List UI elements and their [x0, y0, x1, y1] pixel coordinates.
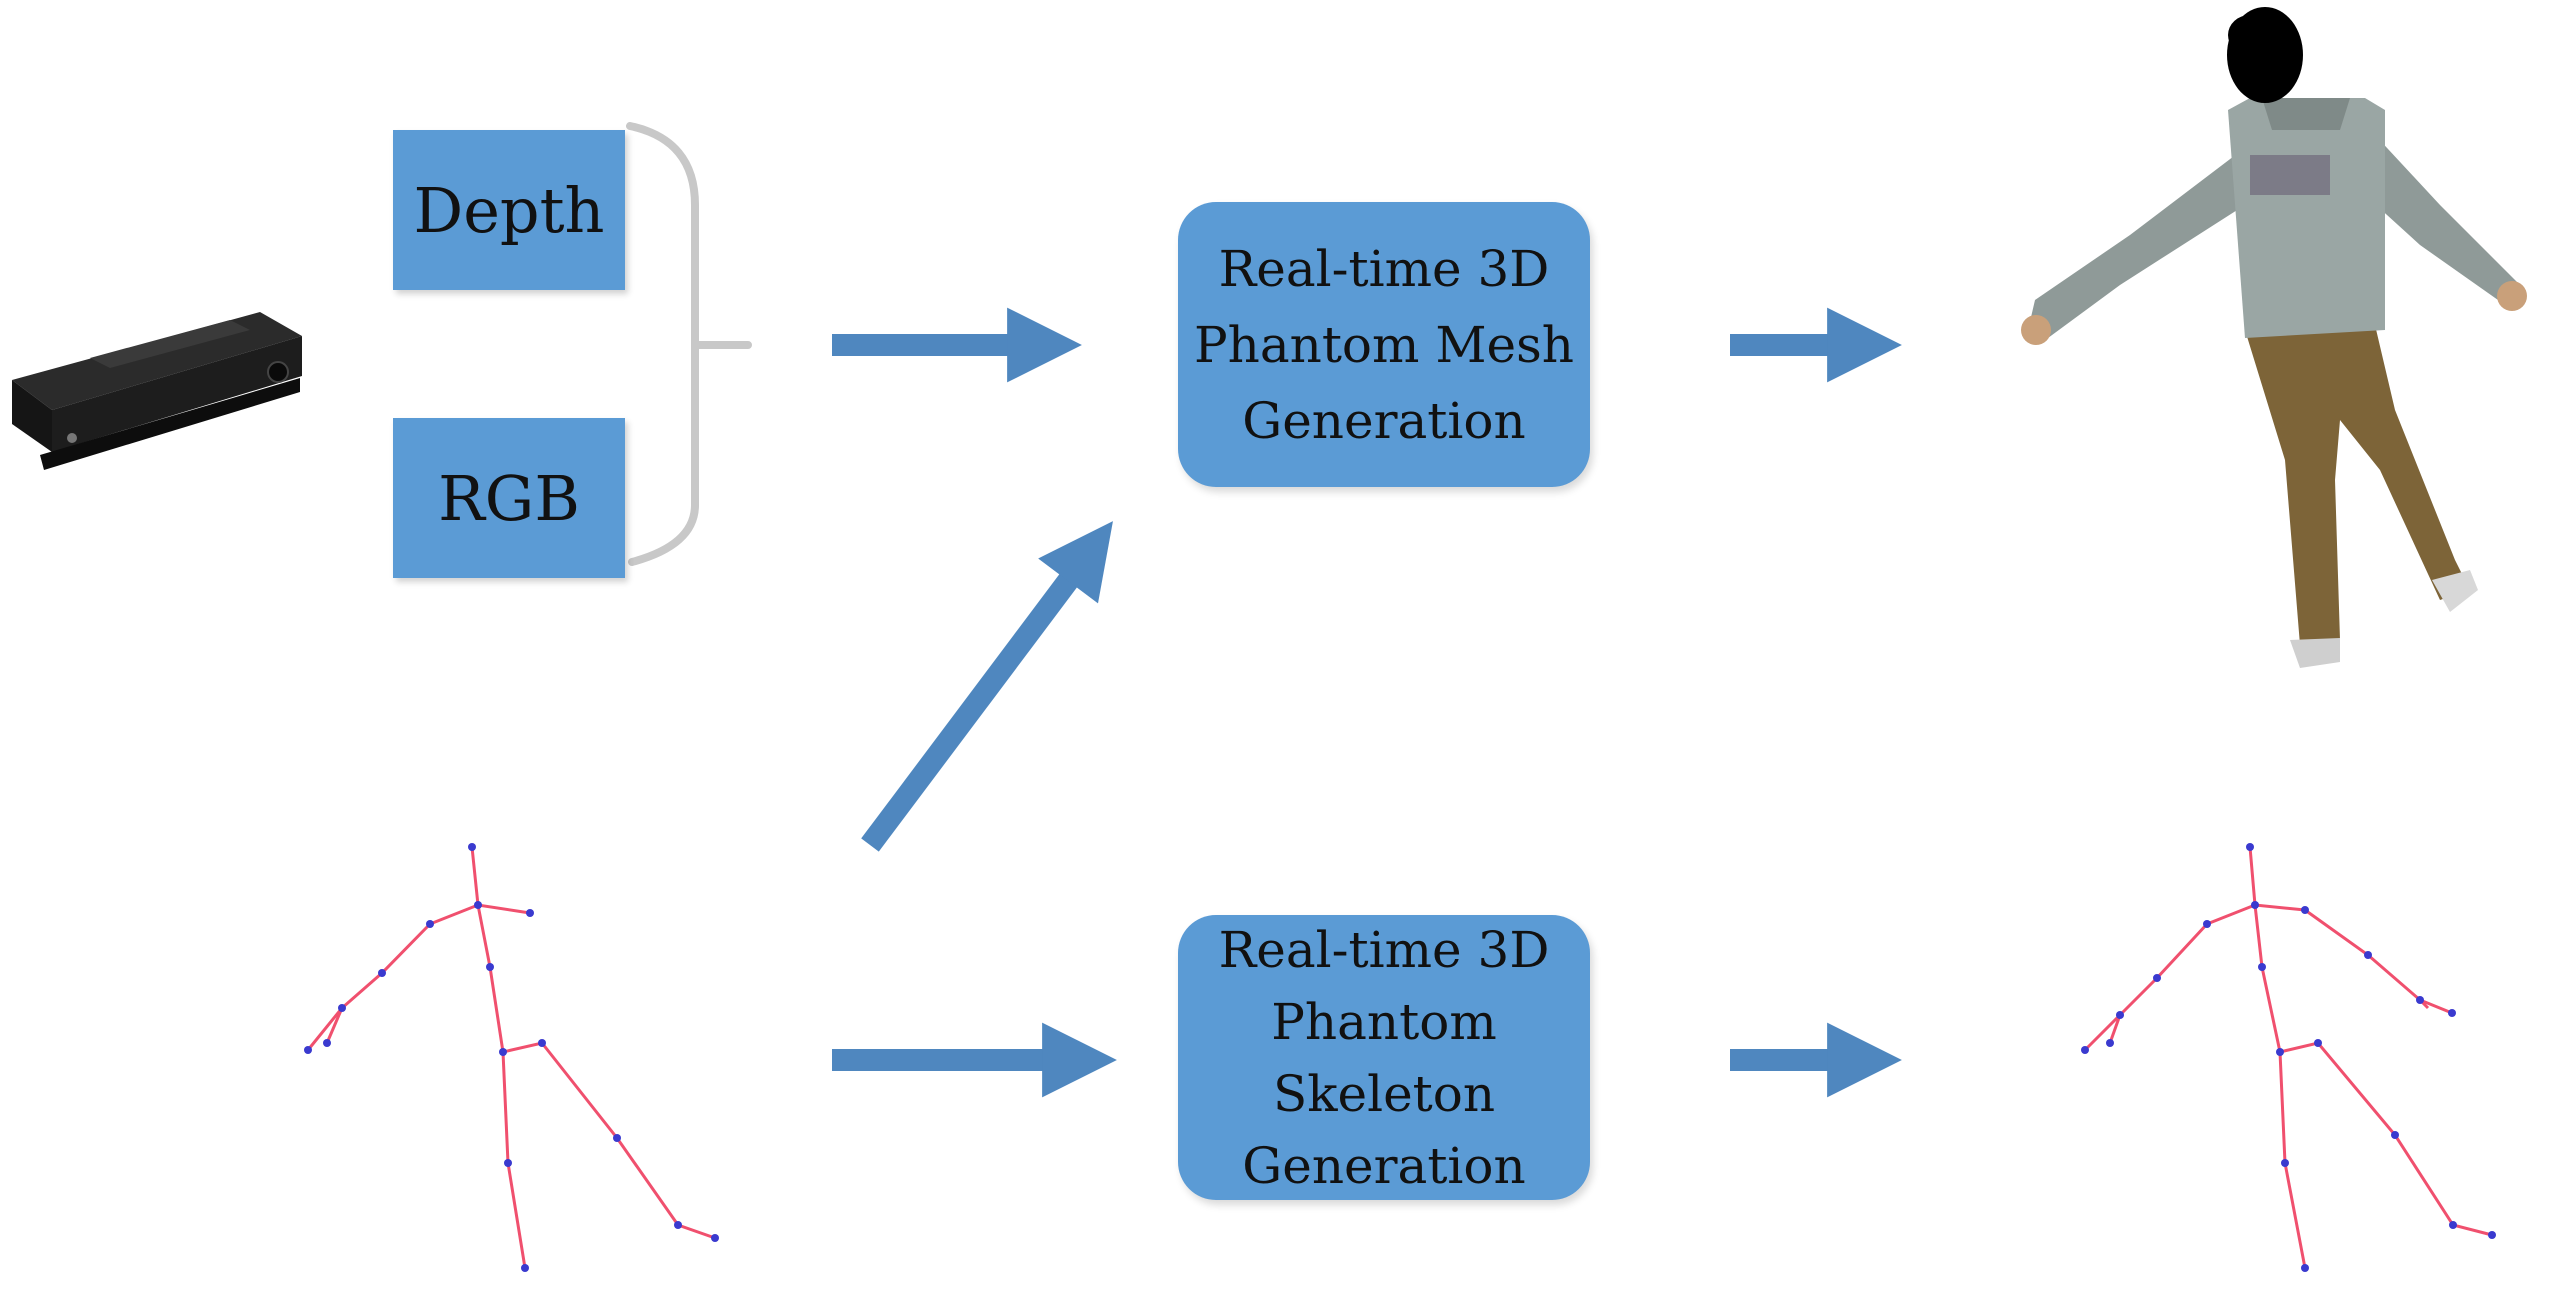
- depth-box: Depth: [393, 130, 625, 290]
- depth-camera-icon: [12, 312, 302, 470]
- skeleton-generation-box: Real-time 3D Phantom Skeleton Generation: [1178, 915, 1590, 1200]
- input-bracket: [626, 122, 752, 566]
- depth-label: Depth: [413, 173, 605, 247]
- mesh-generation-label: Real-time 3D Phantom Mesh Generation: [1193, 239, 1574, 450]
- skeleton-output-figure: [2081, 843, 2496, 1272]
- mesh-generation-box: Real-time 3D Phantom Mesh Generation: [1178, 202, 1590, 487]
- rgb-box: RGB: [393, 418, 625, 578]
- arrow-skeleton-to-mesh: [861, 521, 1113, 852]
- person-mesh-image: [2021, 7, 2527, 668]
- skeleton-generation-label: Real-time 3D Phantom Skeleton Generation: [1218, 920, 1550, 1195]
- rgb-label: RGB: [438, 461, 580, 535]
- skeleton-input-figure: [304, 843, 719, 1272]
